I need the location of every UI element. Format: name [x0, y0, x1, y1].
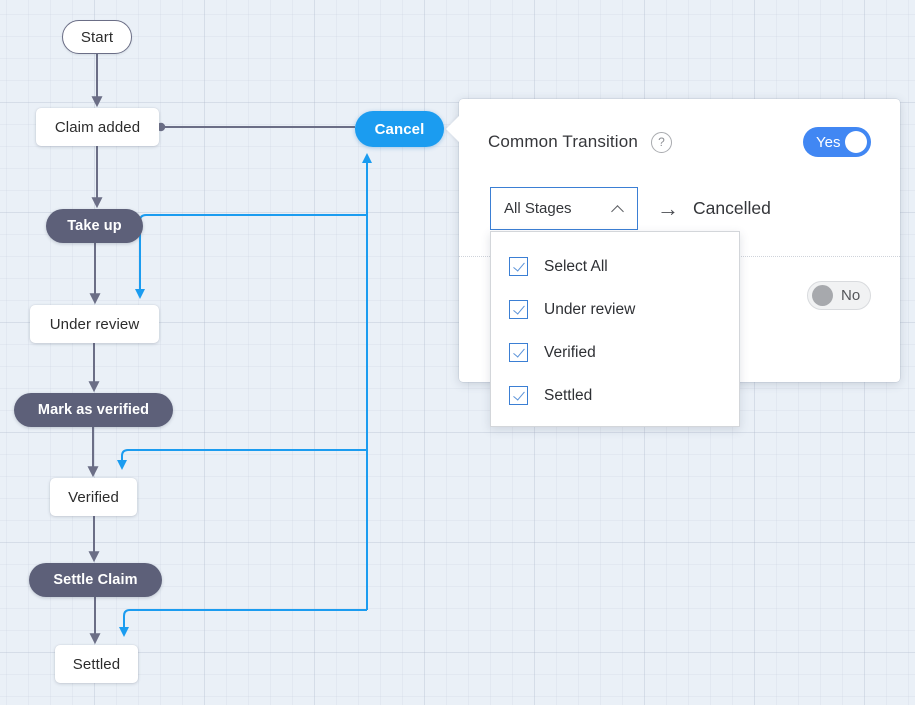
- target-stage-label: Cancelled: [693, 198, 771, 218]
- dropdown-option-label: Verified: [544, 343, 596, 361]
- flow-node-verified[interactable]: Verified: [50, 478, 137, 516]
- stages-select[interactable]: All Stages: [490, 187, 638, 230]
- flow-node-label: Claim added: [54, 118, 141, 136]
- checkbox-checked-icon[interactable]: [509, 257, 528, 276]
- secondary-toggle-wrap: No: [807, 281, 871, 311]
- dropdown-option[interactable]: Verified: [491, 331, 739, 374]
- dropdown-option-label: Select All: [544, 257, 608, 275]
- chevron-up-icon[interactable]: [613, 203, 624, 214]
- common-transition-toggle[interactable]: Yes: [803, 127, 871, 157]
- toggle-knob: [812, 285, 833, 306]
- toggle-label: No: [841, 287, 861, 304]
- question-mark-icon[interactable]: ?: [650, 131, 672, 153]
- dropdown-option-label: Under review: [544, 300, 636, 318]
- flow-node-start[interactable]: Start: [62, 20, 132, 54]
- flow-node-label: Cancel: [374, 120, 425, 138]
- transition-arrow-icon: →: [657, 196, 679, 221]
- checkbox-checked-icon[interactable]: [509, 343, 528, 362]
- panel-title: Common Transition: [488, 132, 638, 151]
- dropdown-option-label: Settled: [544, 386, 593, 404]
- common-transition-toggle-wrap: Yes: [803, 127, 871, 157]
- toggle-label: Yes: [816, 133, 841, 151]
- dropdown-option[interactable]: Select All: [491, 245, 739, 288]
- flow-node-label: Mark as verified: [37, 402, 150, 418]
- flow-node-label: Under review: [49, 315, 140, 333]
- flow-node-label: Settled: [72, 655, 121, 673]
- flow-node-label: Take up: [67, 218, 122, 234]
- panel-pointer-notch: [446, 115, 460, 143]
- flow-node-under-review[interactable]: Under review: [30, 305, 159, 343]
- stages-dropdown-list[interactable]: Select All Under review Verified Settled: [490, 231, 740, 427]
- stages-select-value: All Stages: [504, 200, 572, 217]
- flow-node-mark-as-verified[interactable]: Mark as verified: [14, 393, 173, 427]
- flow-node-take-up[interactable]: Take up: [46, 209, 143, 243]
- toggle-knob: [845, 131, 867, 153]
- dropdown-option[interactable]: Settled: [491, 374, 739, 417]
- dropdown-option[interactable]: Under review: [491, 288, 739, 331]
- flow-node-claim-added[interactable]: Claim added: [36, 108, 159, 146]
- flow-node-cancel[interactable]: Cancel: [355, 111, 444, 147]
- checkbox-checked-icon[interactable]: [509, 300, 528, 319]
- checkbox-checked-icon[interactable]: [509, 386, 528, 405]
- secondary-toggle[interactable]: No: [807, 281, 871, 310]
- flow-node-label: Settle Claim: [53, 572, 138, 588]
- flow-node-label: Start: [80, 28, 114, 46]
- flow-node-label: Verified: [68, 488, 119, 506]
- flow-node-settle-claim[interactable]: Settle Claim: [29, 563, 162, 597]
- panel-header-row: Common Transition ? Yes: [488, 127, 871, 157]
- flow-node-settled[interactable]: Settled: [55, 645, 138, 683]
